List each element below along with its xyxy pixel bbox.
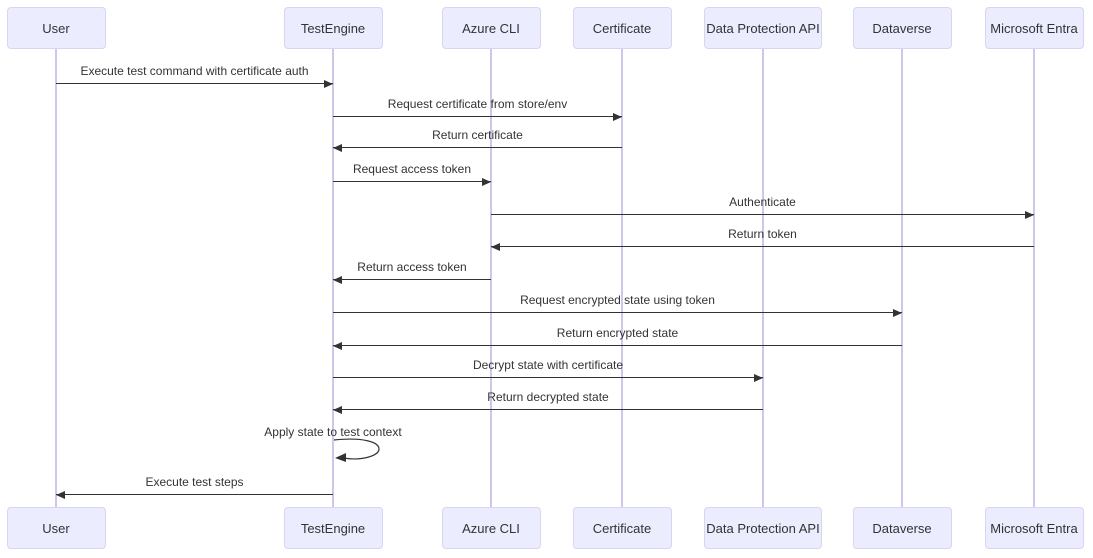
lifeline-azurecli: [490, 49, 492, 507]
message-line: [56, 83, 333, 84]
actor-label-azurecli: Azure CLI: [462, 20, 520, 36]
actor-label-entra: Microsoft Entra: [990, 520, 1078, 536]
message-arrowhead: [754, 374, 763, 382]
message-label: Return encrypted state: [556, 326, 679, 340]
actor-label-azurecli: Azure CLI: [462, 520, 520, 536]
message-arrowhead: [56, 491, 65, 499]
lifeline-dpapi: [762, 49, 764, 507]
self-loop-arrow: [333, 438, 380, 462]
actor-box-dataverse-top: Dataverse: [852, 7, 952, 49]
message-label: Request access token: [352, 162, 472, 176]
lifeline-dataverse: [901, 49, 903, 507]
actor-box-azurecli-bottom: Azure CLI: [441, 507, 541, 549]
lifeline-user: [55, 49, 57, 507]
message-arrowhead: [491, 243, 500, 251]
message-arrowhead: [613, 113, 622, 121]
message-arrowhead: [324, 80, 333, 88]
actor-box-testengine-bottom: TestEngine: [283, 507, 383, 549]
message-arrowhead: [333, 276, 342, 284]
actor-box-entra-bottom: Microsoft Entra: [984, 507, 1084, 549]
actor-box-dpapi-bottom: Data Protection API: [704, 507, 822, 549]
message-line: [491, 246, 1034, 247]
actor-label-testengine: TestEngine: [300, 520, 366, 536]
message-label: Request certificate from store/env: [387, 97, 568, 111]
message-label: Execute test steps: [145, 475, 244, 489]
message-line: [333, 279, 491, 280]
actor-box-testengine-top: TestEngine: [283, 7, 383, 49]
actor-label-testengine: TestEngine: [300, 20, 366, 36]
message-arrowhead: [333, 342, 342, 350]
actor-label-dpapi: Data Protection API: [706, 520, 820, 536]
actor-label-dataverse: Dataverse: [872, 20, 932, 36]
message-label: Return certificate: [432, 128, 523, 142]
message-line: [333, 312, 902, 313]
message-arrowhead: [1025, 211, 1034, 219]
message-line: [333, 116, 622, 117]
lifeline-entra: [1033, 49, 1035, 507]
message-line: [491, 214, 1034, 215]
message-label: Request encrypted state using token: [520, 293, 715, 307]
message-line: [333, 345, 902, 346]
actor-box-certificate-top: Certificate: [572, 7, 672, 49]
message-line: [333, 147, 622, 148]
actor-box-azurecli-top: Azure CLI: [441, 7, 541, 49]
message-arrowhead: [482, 178, 491, 186]
actor-box-dataverse-bottom: Dataverse: [852, 507, 952, 549]
message-line: [333, 377, 763, 378]
actor-box-user-bottom: User: [6, 507, 106, 549]
actor-label-user: User: [42, 20, 70, 36]
message-label: Return decrypted state: [487, 390, 609, 404]
message-arrowhead: [333, 406, 342, 414]
message-label: Execute test command with certificate au…: [80, 64, 309, 78]
actor-box-certificate-bottom: Certificate: [572, 507, 672, 549]
message-label: Decrypt state with certificate: [472, 358, 624, 372]
actor-box-dpapi-top: Data Protection API: [704, 7, 822, 49]
message-line: [333, 181, 491, 182]
actor-label-entra: Microsoft Entra: [990, 20, 1078, 36]
actor-box-entra-top: Microsoft Entra: [984, 7, 1084, 49]
actor-label-certificate: Certificate: [592, 20, 652, 36]
actor-label-dataverse: Dataverse: [872, 520, 932, 536]
actor-label-certificate: Certificate: [592, 520, 652, 536]
message-arrowhead: [333, 144, 342, 152]
message-line: [333, 409, 763, 410]
message-arrowhead: [893, 309, 902, 317]
message-line: [56, 494, 333, 495]
actor-label-user: User: [42, 520, 70, 536]
actor-box-user-top: User: [6, 7, 106, 49]
actor-label-dpapi: Data Protection API: [706, 20, 820, 36]
message-label: Return access token: [357, 260, 467, 274]
lifeline-certificate: [621, 49, 623, 507]
